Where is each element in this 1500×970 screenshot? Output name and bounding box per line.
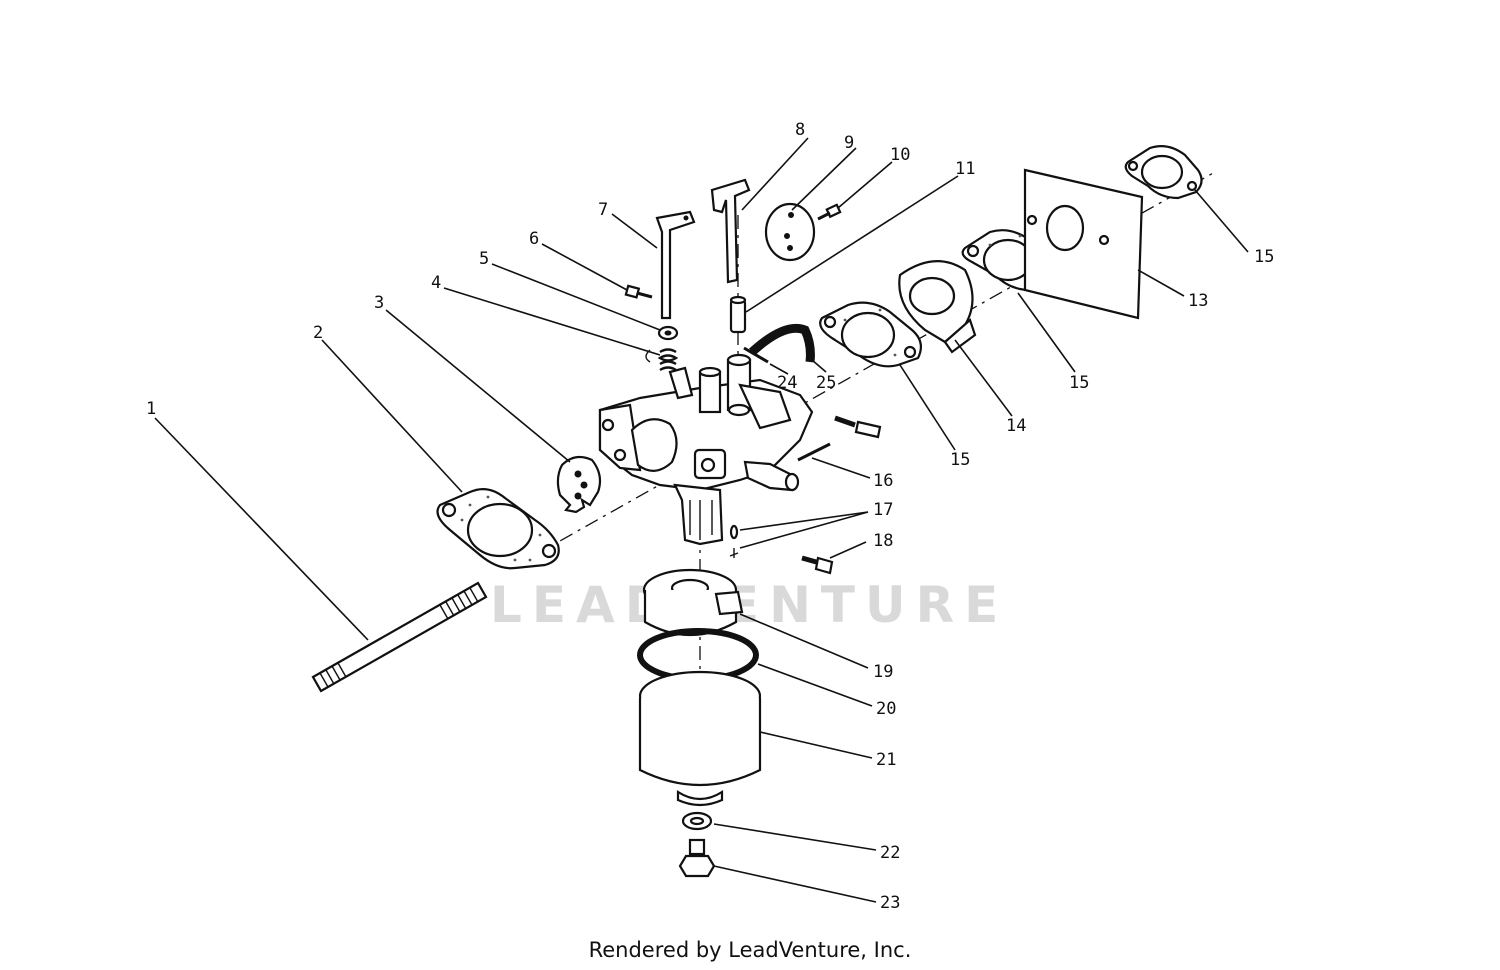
watermark: LEADVENTURE xyxy=(490,576,1008,634)
callout-6: 6 xyxy=(529,229,539,249)
callout-8: 8 xyxy=(795,120,805,140)
part-6-screw xyxy=(624,284,653,299)
footer-credit: Rendered by LeadVenture, Inc. xyxy=(589,938,912,962)
callout-14: 14 xyxy=(1006,416,1026,436)
part-7-throttle-shaft xyxy=(655,210,696,320)
callout-13: 13 xyxy=(1188,291,1208,311)
part-1-stud xyxy=(311,581,488,693)
callout-21: 21 xyxy=(876,750,896,770)
callout-19: 19 xyxy=(873,662,893,682)
callout-15-middle: 15 xyxy=(1069,373,1089,393)
part-19-float xyxy=(642,568,744,636)
part-13-insulator-plate xyxy=(1023,168,1144,320)
callout-17: 17 xyxy=(873,500,893,520)
callout-20: 20 xyxy=(876,699,896,719)
callout-1: 1 xyxy=(146,399,156,419)
callout-24: 24 xyxy=(777,373,797,393)
callout-11: 11 xyxy=(955,159,975,179)
callout-5: 5 xyxy=(479,249,489,269)
part-15-gasket-lower xyxy=(819,301,923,368)
part-10-screw xyxy=(817,203,842,221)
part-9-throttle-plate xyxy=(764,202,816,262)
part-14-spacer xyxy=(898,260,977,354)
leader-lines xyxy=(154,137,1249,903)
part-22-washer xyxy=(681,811,713,831)
part-5-washer xyxy=(657,325,679,341)
part-16-pin xyxy=(797,442,831,462)
part-21-float-bowl xyxy=(638,670,762,807)
callout-2: 2 xyxy=(313,323,323,343)
callout-3: 3 xyxy=(374,293,384,313)
callout-7: 7 xyxy=(598,200,608,220)
idle-screw xyxy=(834,415,882,439)
callout-22: 22 xyxy=(880,843,900,863)
part-3-choke-plate xyxy=(556,455,602,514)
part-23-bowl-nut xyxy=(678,838,716,878)
part-24-pin xyxy=(743,346,769,364)
part-15-gasket-upper xyxy=(1124,145,1203,200)
part-18-screw xyxy=(801,555,834,575)
part-2-gasket xyxy=(436,487,560,570)
callout-16: 16 xyxy=(873,471,893,491)
callout-23: 23 xyxy=(880,893,900,913)
part-17-needle-set xyxy=(729,524,739,558)
part-8-choke-shaft xyxy=(710,178,751,284)
part-25-tube xyxy=(748,323,815,363)
part-11-needle xyxy=(729,295,747,334)
callout-15-lower: 15 xyxy=(950,450,970,470)
callout-10: 10 xyxy=(890,145,910,165)
callout-labels: 1 2 3 4 5 6 7 8 9 10 11 13 14 15 15 15 1… xyxy=(146,120,1274,913)
carburetor-body xyxy=(598,353,814,546)
callout-25: 25 xyxy=(816,373,836,393)
callout-18: 18 xyxy=(873,531,893,551)
callout-4: 4 xyxy=(431,273,441,293)
callout-15-upper: 15 xyxy=(1254,247,1274,267)
callout-9: 9 xyxy=(844,133,854,153)
